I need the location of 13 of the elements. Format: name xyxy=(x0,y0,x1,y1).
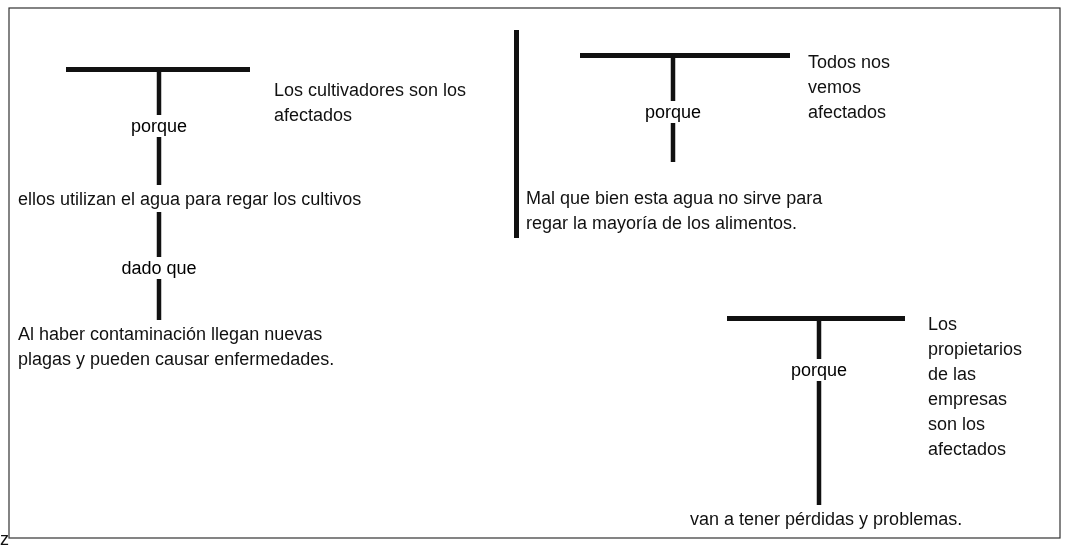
statement-text: Mal que bien esta agua no sirve para regar la mayoría de los alimentos. xyxy=(526,186,856,236)
connector-line xyxy=(816,321,822,505)
statement-text: ellos utilizan el agua para regar los cultivos xyxy=(18,187,498,212)
statement-text: van a tener pérdidas y problemas. xyxy=(690,507,1050,532)
stray-letter: z xyxy=(0,528,9,548)
statement-text: Al haber contaminación llegan nuevas plagas y pueden causar enfermedades. xyxy=(18,322,378,397)
edge-label: dado que xyxy=(119,257,199,279)
claim-text: Los cultivadores son los afectados xyxy=(274,79,468,127)
claim-bar xyxy=(727,316,905,321)
claim-text: Todos nos vemos afectados xyxy=(808,51,892,124)
claim-text: Los propietarios de las empresas son los afectados xyxy=(928,313,1024,461)
claim-bar xyxy=(580,53,790,58)
claim-bar xyxy=(66,67,250,72)
